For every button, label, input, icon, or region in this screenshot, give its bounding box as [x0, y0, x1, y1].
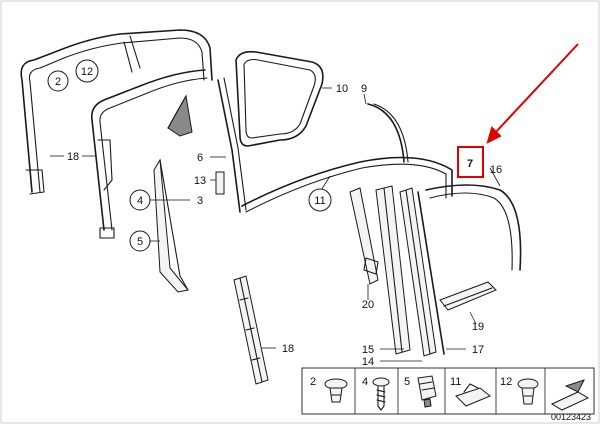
- part-16-channel: [425, 184, 522, 271]
- label-2: 2: [55, 76, 61, 88]
- part-15-guide-rail: [375, 185, 437, 357]
- part-11-roof-seal: [241, 156, 453, 213]
- direction-arrow-icon: [550, 379, 590, 411]
- legend-item-12-label: 12: [500, 376, 512, 388]
- part-8-inner-frame: [90, 69, 208, 239]
- label-9: 9: [361, 83, 367, 95]
- callout-circle-12: [75, 59, 99, 83]
- label-7: 7: [467, 158, 473, 170]
- callout-circle-4: [129, 189, 151, 211]
- label-12: 12: [81, 66, 93, 78]
- label-13: 13: [194, 175, 206, 187]
- label-19: 19: [472, 321, 484, 333]
- part-20-guide: [349, 187, 379, 285]
- diagram-id: 00123423: [551, 412, 591, 422]
- label-6: 6: [197, 152, 203, 164]
- part-6-strip: [217, 77, 247, 213]
- legend-item-2-label: 2: [310, 376, 316, 388]
- label-14: 14: [362, 356, 374, 368]
- callout-circle-11: [308, 188, 332, 212]
- label-20: 20: [362, 299, 374, 311]
- label-10: 10: [336, 83, 348, 95]
- label-5: 5: [137, 236, 143, 248]
- screw-4-icon: [372, 377, 390, 411]
- label-18: 18: [282, 343, 294, 355]
- part-13-block: [215, 171, 225, 195]
- legend-item-11-label: 11: [450, 376, 461, 388]
- highlight-marker: [457, 43, 579, 178]
- callout-circle-5: [129, 230, 151, 252]
- leader-lines: [50, 87, 501, 362]
- part-10-quarter-glass: [235, 50, 324, 147]
- callout-circle-2: [47, 70, 69, 92]
- plug-12-icon: [517, 378, 539, 405]
- part-17-rail: [417, 191, 445, 355]
- part-corner-piece: [167, 94, 193, 137]
- seal-clip-11-icon: [455, 383, 491, 407]
- label-17: 17: [472, 344, 484, 356]
- label-8: 8: [73, 151, 79, 163]
- label-3: 3: [197, 195, 203, 207]
- part-4-pillar-trim: [153, 158, 189, 293]
- label-11: 11: [314, 195, 325, 207]
- label-4: 4: [137, 195, 143, 207]
- part-18-lower-trim: [233, 275, 269, 385]
- label-16: 16: [490, 164, 502, 176]
- part-9-seal: [367, 103, 409, 163]
- part-19-bracket: [439, 281, 497, 311]
- part-1-door-frame: [20, 29, 213, 195]
- parts-legend: 2 4 5 11 12: [301, 367, 595, 415]
- label-15: 15: [362, 344, 374, 356]
- clip-5-icon: [417, 375, 437, 408]
- label-1: 1: [67, 151, 73, 163]
- clip-2-icon: [324, 378, 348, 403]
- legend-item-4-label: 4: [362, 376, 368, 388]
- legend-item-5-label: 5: [404, 376, 410, 388]
